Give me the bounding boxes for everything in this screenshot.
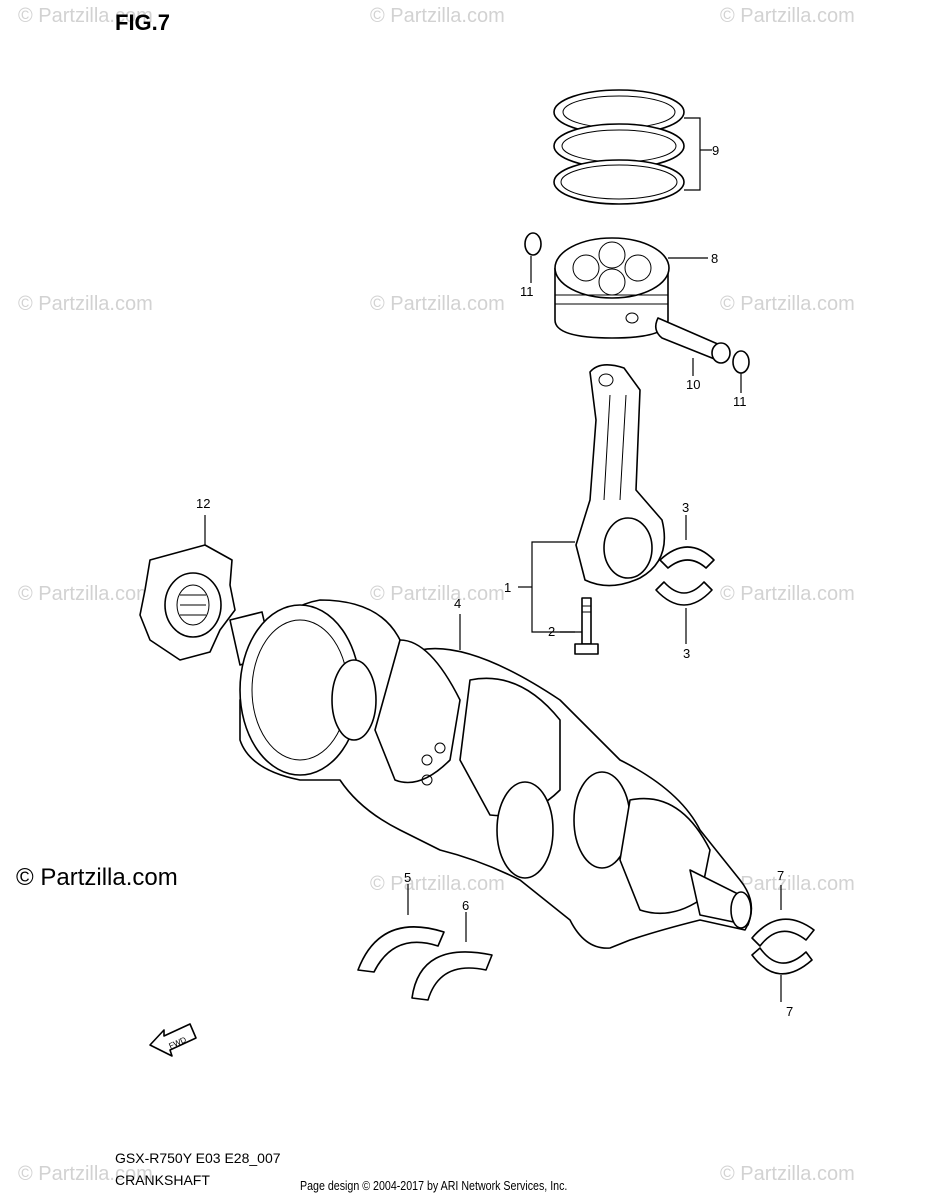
callout-1[interactable]: 1 (504, 580, 511, 595)
watermark: © Partzilla.com (18, 293, 153, 315)
circlip[interactable] (524, 232, 542, 256)
callout-11[interactable]: 11 (733, 394, 747, 409)
connecting-rod-bearing[interactable] (655, 546, 715, 606)
watermark: © Partzilla.com (370, 873, 505, 895)
model-code: GSX-R750Y E03 E28_007 (115, 1150, 281, 1166)
thrust-bearing[interactable] (411, 951, 493, 1001)
callout-3[interactable]: 3 (683, 646, 690, 661)
callout-3[interactable]: 3 (682, 500, 689, 515)
piston-pin[interactable] (654, 317, 731, 364)
page-footer: Page design © 2004-2017 by ARI Network S… (300, 1178, 568, 1193)
connecting-rod-bolt[interactable] (574, 597, 599, 655)
cam-chain-sprocket[interactable] (139, 544, 236, 661)
forward-direction-arrow-icon: FWD (149, 1023, 197, 1057)
watermark: © Partzilla.com (720, 293, 855, 315)
callout-5[interactable]: 5 (404, 870, 411, 885)
watermark: © Partzilla.com (18, 5, 153, 27)
watermark: © Partzilla.com (18, 583, 153, 605)
watermark-layer: © Partzilla.com © Partzilla.com © Partzi… (18, 5, 855, 1185)
piston-rings[interactable] (553, 89, 685, 205)
watermark: © Partzilla.com (720, 1163, 855, 1185)
circlip[interactable] (732, 350, 750, 374)
connecting-rod[interactable] (575, 364, 666, 587)
crankshaft-bearing[interactable] (751, 918, 815, 975)
callout-7[interactable]: 7 (777, 868, 784, 883)
thrust-bearing[interactable] (357, 926, 445, 973)
callout-4[interactable]: 4 (454, 596, 461, 611)
watermark: © Partzilla.com (720, 583, 855, 605)
watermark: © Partzilla.com (720, 5, 855, 27)
callout-6[interactable]: 6 (462, 898, 469, 913)
watermark: © Partzilla.com (18, 1163, 153, 1185)
copyright-text: © Partzilla.com (16, 864, 178, 891)
piston[interactable] (554, 237, 670, 339)
figure-title: FIG.7 (115, 10, 171, 35)
callout-2[interactable]: 2 (548, 624, 555, 639)
callout-9[interactable]: 9 (712, 143, 719, 158)
watermark: © Partzilla.com (720, 873, 855, 895)
crankshaft[interactable] (229, 599, 753, 949)
callout-10[interactable]: 10 (686, 377, 700, 392)
callout-11[interactable]: 11 (520, 284, 534, 299)
diagram-caption: CRANKSHAFT (115, 1172, 210, 1188)
callout-7[interactable]: 7 (786, 1004, 793, 1019)
watermark: © Partzilla.com (370, 583, 505, 605)
callout-8[interactable]: 8 (711, 251, 718, 266)
watermark: © Partzilla.com (370, 5, 505, 27)
callout-12[interactable]: 12 (196, 496, 210, 511)
watermark: © Partzilla.com (370, 293, 505, 315)
